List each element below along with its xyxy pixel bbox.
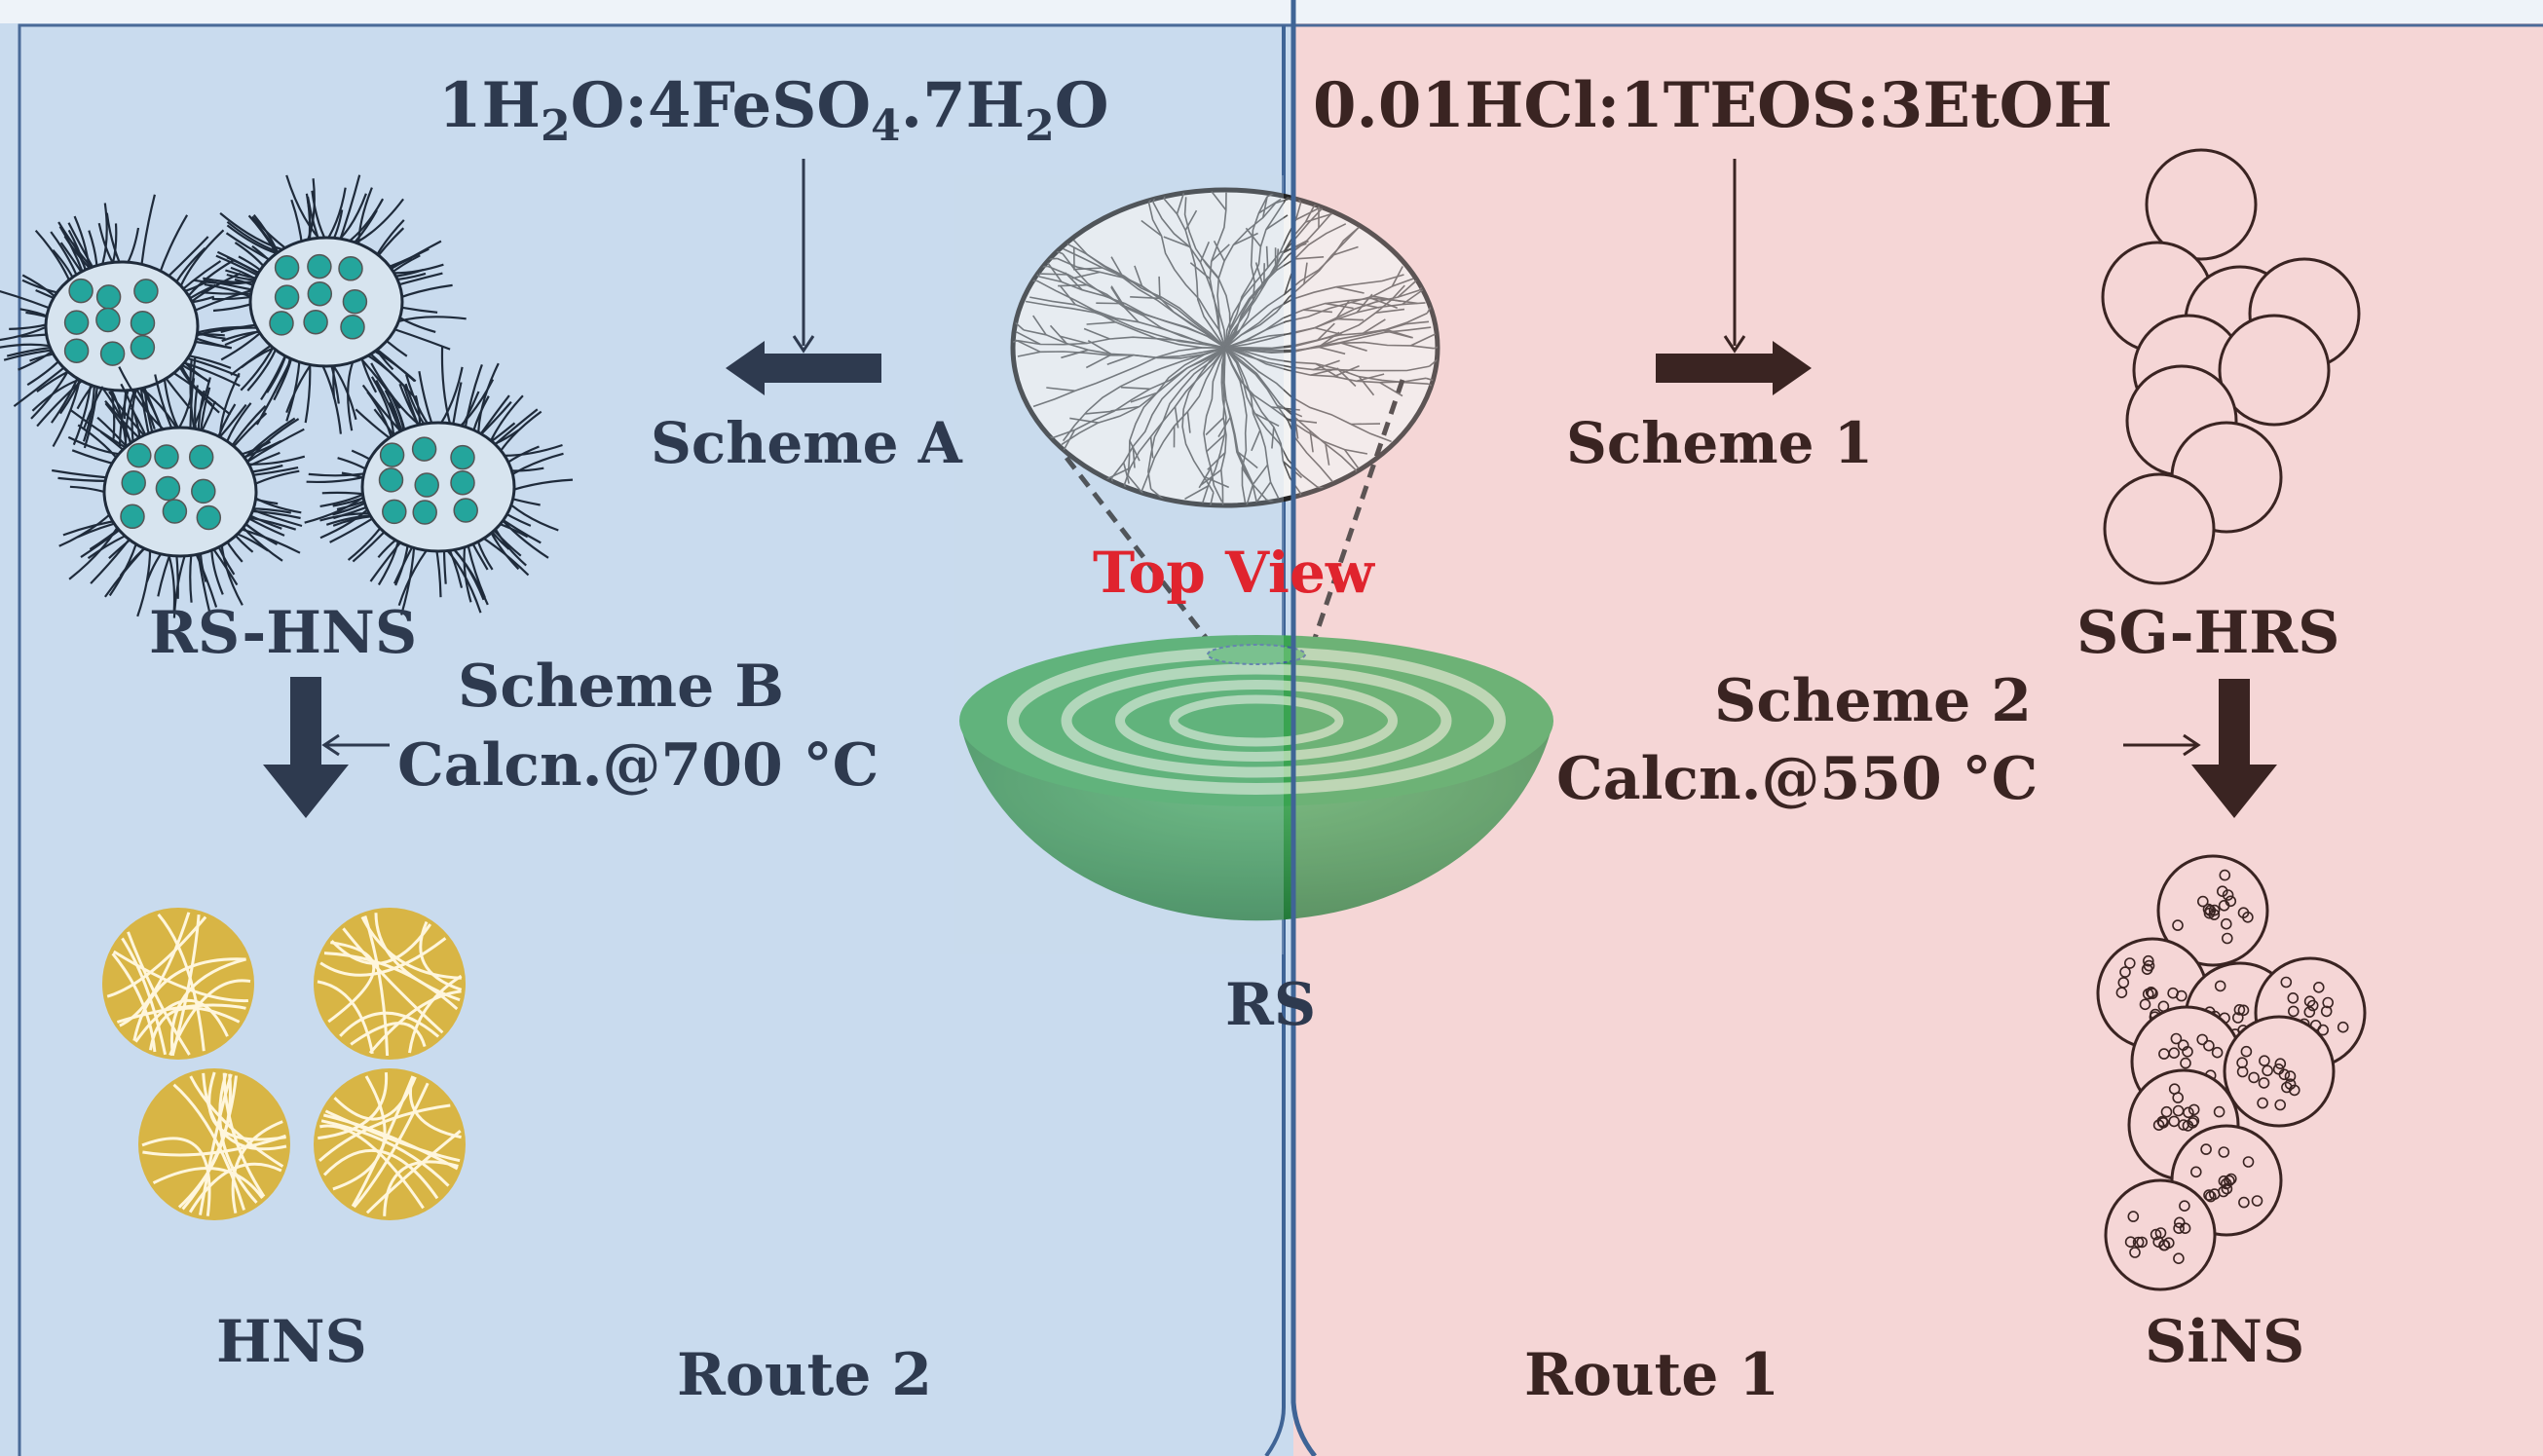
panel-border <box>18 23 2543 1456</box>
top-view-lens <box>1010 187 1440 654</box>
right-tint <box>1293 175 1566 954</box>
sins-spheres-icon <box>2096 854 2367 1291</box>
rs-hns-particle <box>52 355 306 618</box>
left-reagent-label: 1H2O:4FeSO4.7H2O <box>438 69 1108 151</box>
center-divider <box>1290 0 1317 1456</box>
hns-particle <box>314 908 466 1060</box>
rs-hemisphere <box>959 635 1553 921</box>
scheme-b-label: Scheme B <box>458 653 784 721</box>
route-2-label: Route 2 <box>677 1341 932 1409</box>
scheme-2-pointer <box>2123 733 2201 757</box>
calcn-550-label: Calcn.@550 °C <box>1556 745 2038 813</box>
calcn-700-label: Calcn.@700 °C <box>397 731 879 800</box>
scheme-2-label: Scheme 2 <box>1714 667 2032 735</box>
scheme-b-pointer <box>321 733 390 757</box>
rs-hns-cluster-icon <box>0 174 574 618</box>
scheme-a-arrow <box>726 341 881 395</box>
scheme-2-arrow <box>2191 679 2277 818</box>
rs-hns-particle <box>194 174 467 434</box>
rs-hns-particle <box>304 346 574 616</box>
hns-particle <box>138 1068 290 1220</box>
right-reagent-label: 0.01HCl:1TEOS:3EtOH <box>1313 69 2113 142</box>
rs-hns-particle <box>0 194 258 461</box>
rs-hns-label: RS-HNS <box>149 599 417 667</box>
scheme-1-arrow <box>1656 341 1812 395</box>
top-view-label: Top View <box>1093 540 1376 606</box>
left-panel-edge <box>1264 25 1286 1456</box>
scheme-b-arrow <box>263 677 349 818</box>
route-1-label: Route 1 <box>1524 1341 1779 1409</box>
hns-spheres-icon <box>102 908 466 1220</box>
top-strip <box>0 0 2543 23</box>
sg-hrs-label: SG-HRS <box>2076 599 2339 667</box>
scheme-a-label: Scheme A <box>651 410 963 476</box>
sins-label: SiNS <box>2145 1308 2304 1376</box>
left-tint <box>954 175 1284 954</box>
rs-label: RS <box>1225 971 1316 1039</box>
sg-hrs-spheres-icon <box>2101 148 2361 585</box>
reagent-arrow-1 <box>1723 159 1746 354</box>
sins-particle <box>2156 854 2269 967</box>
scheme-1-label: Scheme 1 <box>1566 410 1873 476</box>
hns-label: HNS <box>216 1308 367 1376</box>
sins-particle <box>2223 1015 2336 1128</box>
hns-particle <box>102 908 254 1060</box>
sins-particle <box>2104 1178 2217 1291</box>
hns-particle <box>314 1068 466 1220</box>
reagent-arrow-a <box>792 159 815 354</box>
